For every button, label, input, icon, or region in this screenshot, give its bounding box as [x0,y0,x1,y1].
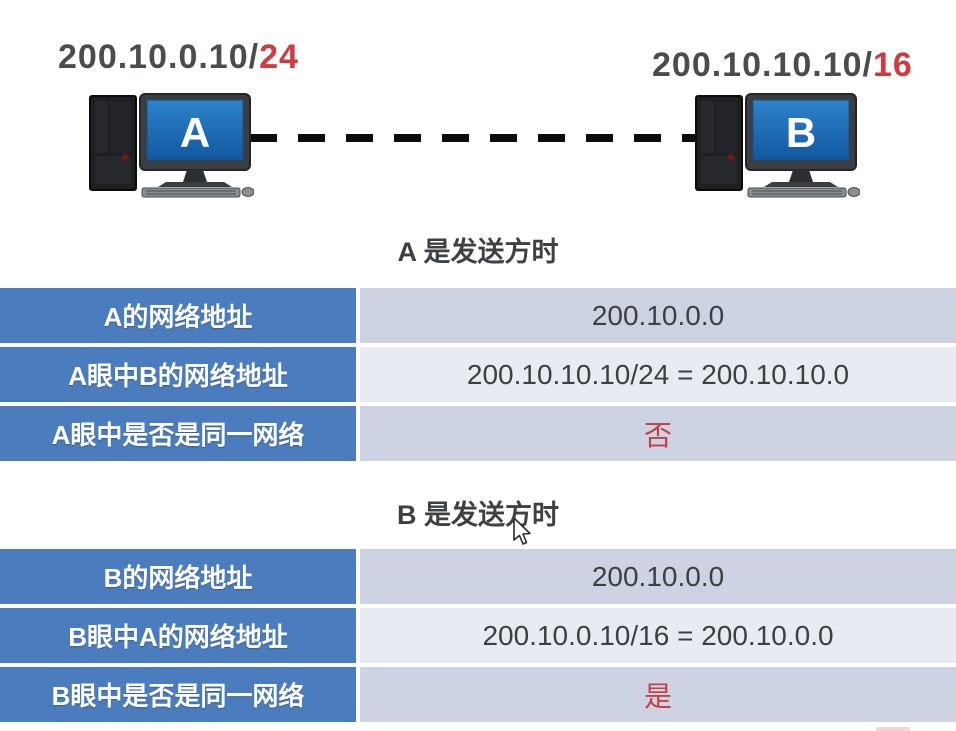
table-b-sender: B的网络地址 200.10.0.0 B眼中A的网络地址 200.10.0.10/… [0,549,956,722]
table-row-value: 200.10.10.10/24 = 200.10.10.0 [360,347,956,402]
table-row-label: B眼中是否是同一网络 [0,667,356,722]
table-row-label: A眼中是否是同一网络 [0,406,356,461]
network-dashed-link [250,134,700,142]
mouse-icon [241,187,254,197]
host-a-ip-prefix: 200.10.0.10/ [58,38,260,76]
screen-letter: B [786,109,816,156]
monitor-icon: B [745,93,857,187]
host-b-ip-prefix: 200.10.10.10/ [652,46,873,84]
host-a-ip-label: 200.10.0.10/24 [58,38,299,77]
table-row-answer: 否 [360,406,956,461]
keyboard-icon [141,187,241,198]
tower-icon [89,95,137,191]
section-b-heading: B 是发送方时 [397,500,559,530]
table-row-answer: 是 [360,667,956,722]
mouse-icon [847,187,860,197]
tower-icon [695,95,743,191]
section-a-heading: A 是发送方时 [397,237,559,267]
watermark-fragment [876,727,910,731]
host-a-mask: 24 [259,38,299,76]
table-row-label: A眼中B的网络地址 [0,347,356,402]
table-row-value: 200.10.0.10/16 = 200.10.0.0 [360,608,956,663]
screen-letter: A [180,109,210,156]
table-a-sender: A的网络地址 200.10.0.0 A眼中B的网络地址 200.10.10.10… [0,288,956,461]
table-row-label: A的网络地址 [0,288,356,343]
table-row-value: 200.10.0.0 [360,549,956,604]
keyboard-icon [747,187,847,198]
mouse-cursor-icon [513,517,531,545]
table-row-label: B眼中A的网络地址 [0,608,356,663]
computer-a-icon: A [89,93,254,198]
table-row-label: B的网络地址 [0,549,356,604]
host-b-mask: 16 [872,46,913,84]
monitor-icon: A [139,93,251,187]
table-row-value: 200.10.0.0 [360,288,956,343]
computer-b-icon: B [695,93,860,198]
host-b-ip-label: 200.10.10.10/16 [652,46,913,85]
